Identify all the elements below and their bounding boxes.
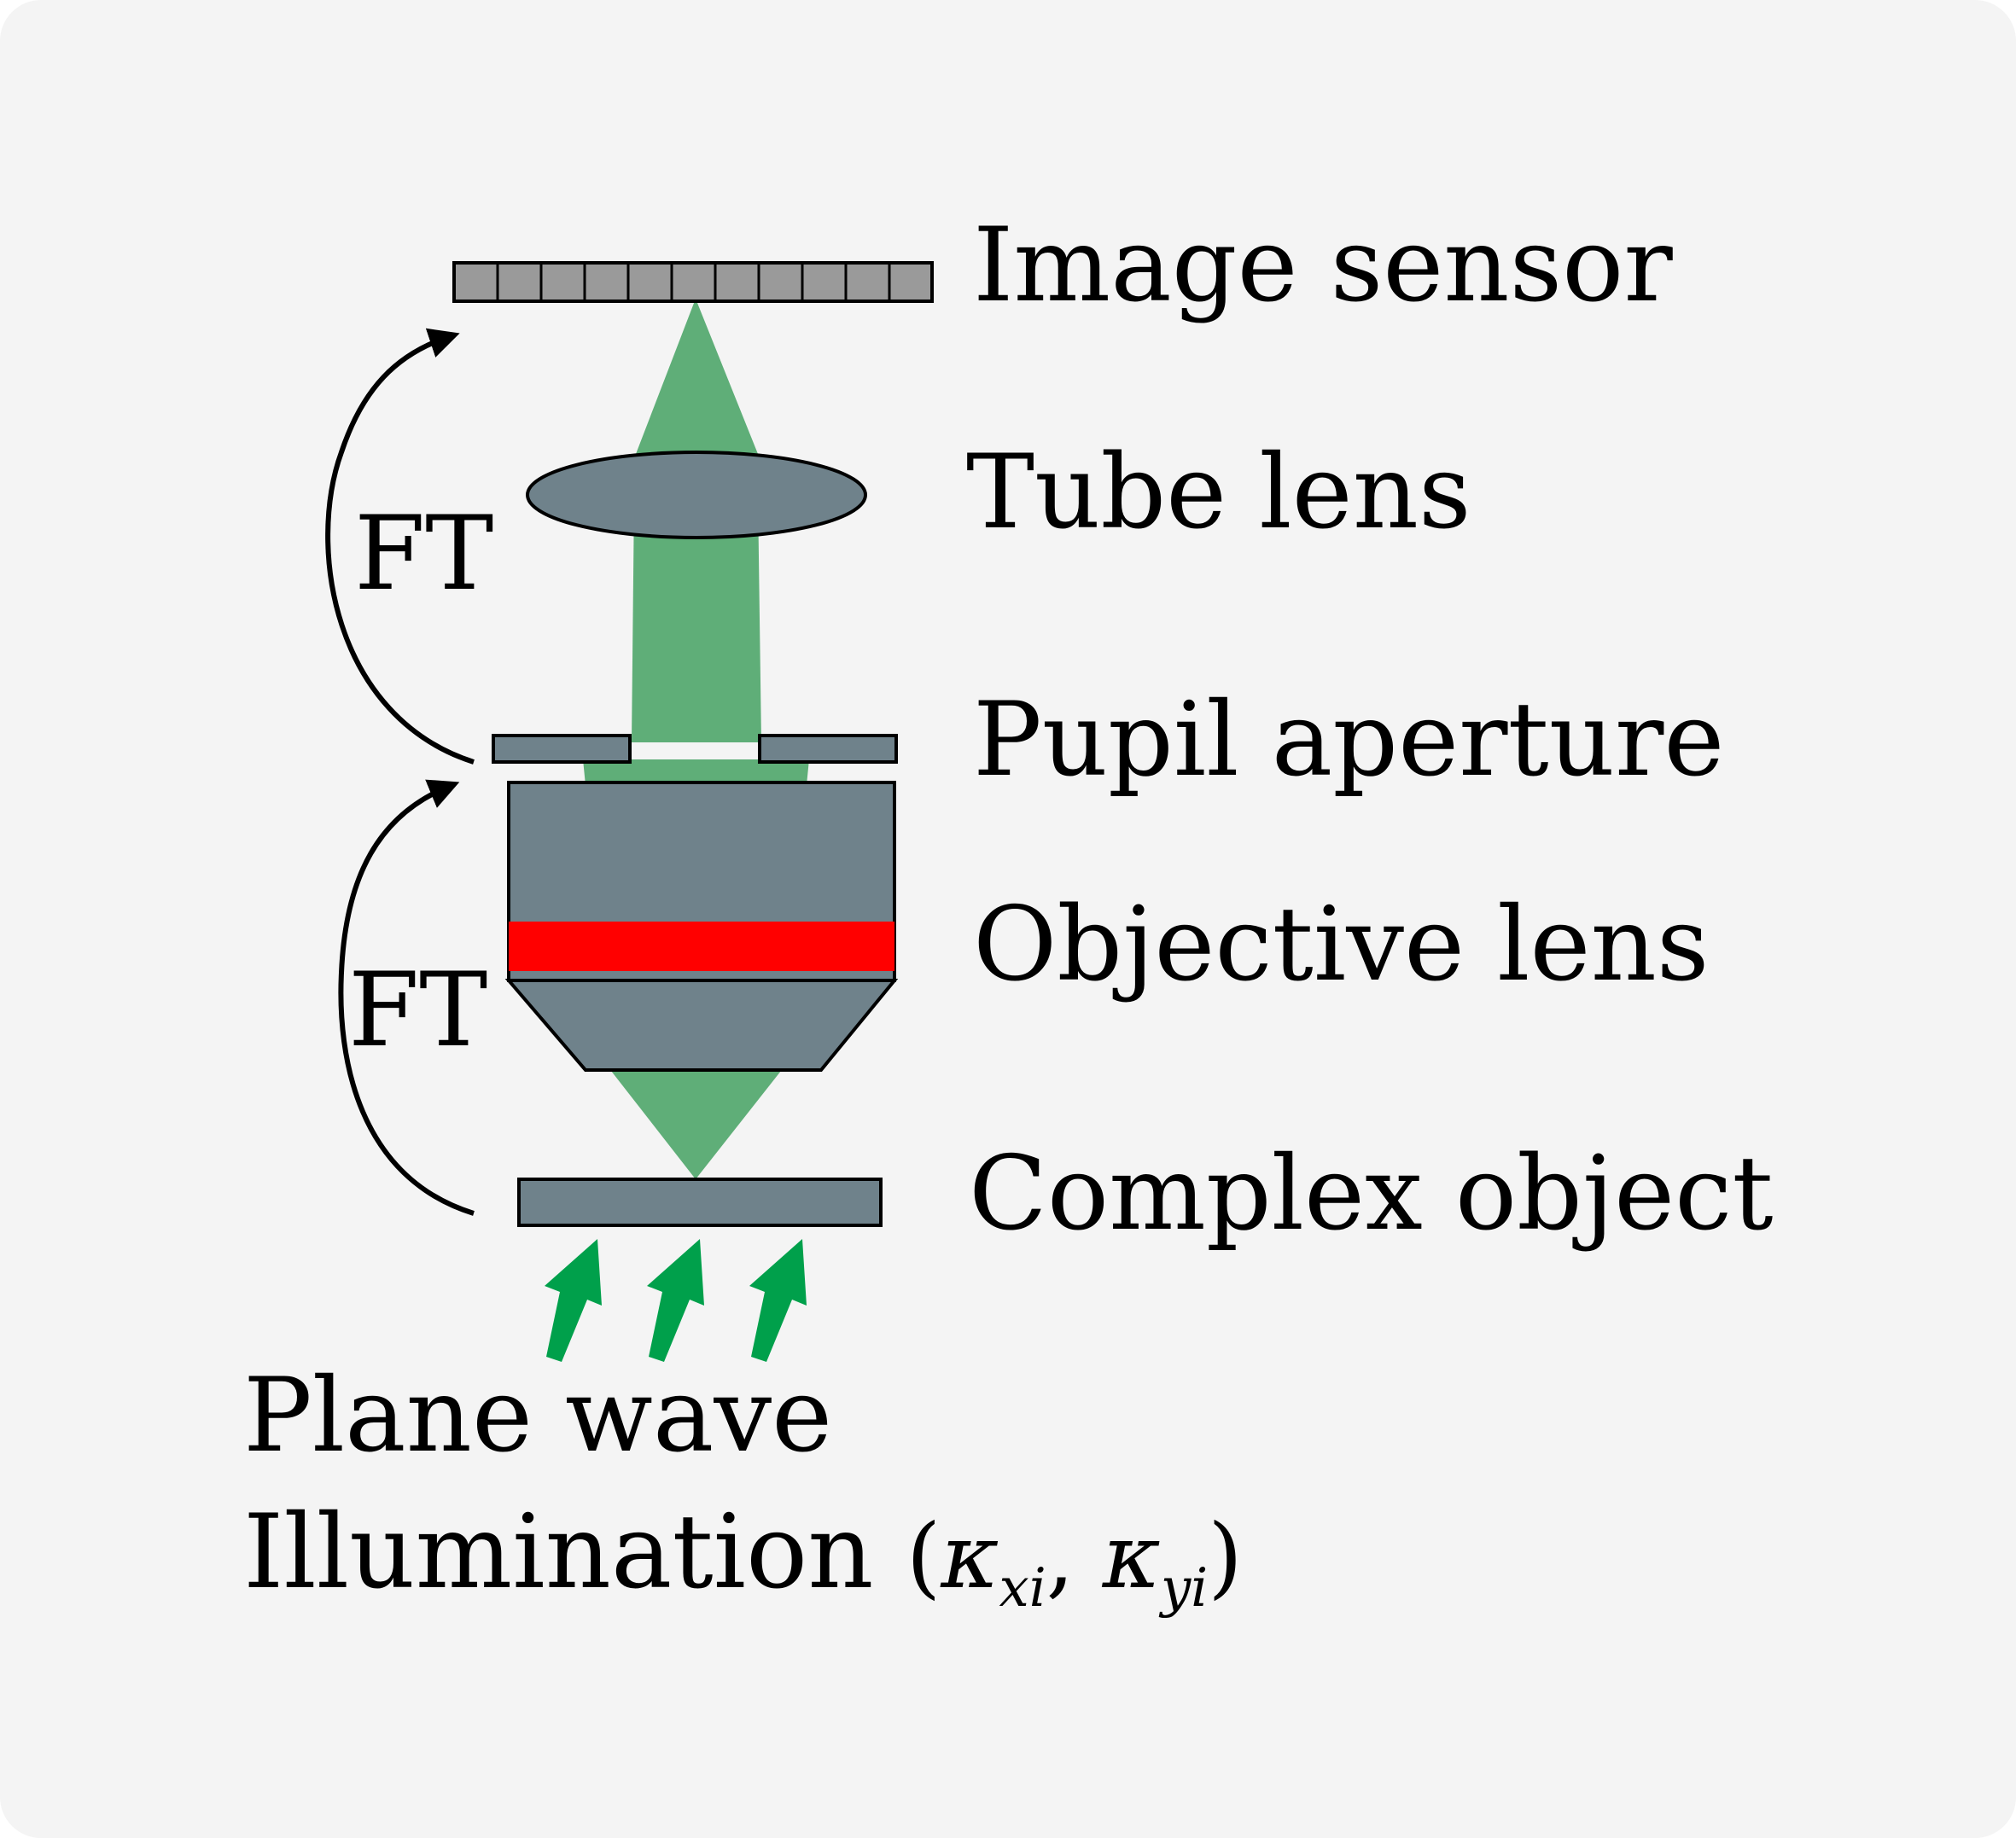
complex-object-label: Complex object <box>969 1135 1774 1253</box>
wavevector-expression: (κxi, κyi) <box>906 1504 1243 1614</box>
plane-wave-label: Plane wave <box>243 1357 833 1475</box>
complex-object <box>517 1178 883 1227</box>
illumination-text: Illumination <box>243 1493 874 1612</box>
tube-lens <box>526 451 867 539</box>
math-kappa-x: κ <box>941 1504 999 1608</box>
beam-column <box>632 495 761 742</box>
objective-red-band <box>509 922 894 971</box>
math-open-paren: ( <box>906 1504 941 1608</box>
objective-tip <box>504 979 899 1072</box>
math-close-paren: ) <box>1208 1504 1243 1608</box>
math-sub-xi: xi <box>999 1556 1046 1619</box>
aperture-right-blade <box>758 734 898 764</box>
objective-lens <box>504 781 899 1072</box>
beam-sensor-cone <box>636 299 758 454</box>
ft-upper-label: FT <box>354 495 494 614</box>
sensor-pixels <box>496 263 891 301</box>
sensor-body <box>452 261 934 303</box>
illumination-label: Illumination (κxi, κyi) <box>243 1502 1243 1614</box>
up-arrow-icon-2 <box>647 1239 704 1362</box>
ft-lower-label: FT <box>348 951 488 1070</box>
up-arrow-icon-1 <box>545 1239 602 1362</box>
image-sensor-label: Image sensor <box>973 206 1673 325</box>
curved-arrow-icon-upper <box>325 328 475 765</box>
illumination-arrows <box>545 1239 807 1362</box>
pupil-aperture-label: Pupil aperture <box>973 681 1725 800</box>
beam-object-cone <box>611 1071 781 1179</box>
math-sub-yi: yi <box>1160 1556 1209 1619</box>
pupil-aperture <box>492 734 898 764</box>
beam-aperture-edge <box>583 759 809 785</box>
tube-lens-label: Tube lens <box>966 433 1471 552</box>
objective-lens-label: Objective lens <box>973 886 1710 1004</box>
aperture-left-blade <box>492 734 632 764</box>
image-sensor <box>452 261 934 303</box>
math-comma: , <box>1046 1504 1075 1608</box>
light-beam <box>583 299 809 1179</box>
up-arrow-icon-3 <box>749 1239 807 1362</box>
math-kappa-y: κ <box>1102 1504 1161 1608</box>
curved-arrow-icon-lower <box>338 779 475 1216</box>
